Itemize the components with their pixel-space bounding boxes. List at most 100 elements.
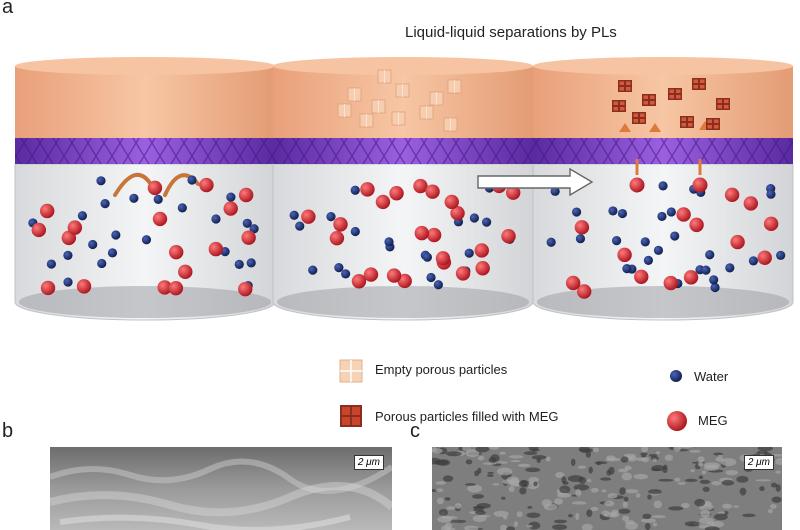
sem-pore xyxy=(508,455,524,459)
cylinder-1 xyxy=(14,57,276,321)
sem-pore xyxy=(570,458,576,467)
water-molecule xyxy=(77,211,88,221)
water-molecule xyxy=(469,213,479,223)
sem-pore xyxy=(586,509,593,517)
meg-molecule xyxy=(386,268,402,283)
sem-pore xyxy=(444,497,451,501)
sem-pore xyxy=(640,454,647,458)
empty-particle-icon xyxy=(339,359,363,383)
sem-pore xyxy=(446,506,456,510)
water-molecule xyxy=(326,212,336,222)
sem-pore xyxy=(618,468,629,473)
sem-pore xyxy=(436,497,444,505)
sem-pore xyxy=(775,470,781,474)
meg-molecule xyxy=(208,241,224,257)
sem-pore xyxy=(733,505,740,508)
water-molecule xyxy=(153,194,163,205)
water-molecule xyxy=(96,176,106,186)
sem-pore xyxy=(685,478,698,483)
cylinder-2 xyxy=(272,57,534,321)
sem-pore xyxy=(633,473,649,480)
meg-molecule xyxy=(634,269,649,284)
sem-pore xyxy=(742,513,756,518)
meg-molecule xyxy=(450,205,465,221)
scalebar-b: 2 μm xyxy=(353,455,384,470)
up-arrow-head-icon xyxy=(649,123,661,132)
sem-pore xyxy=(588,466,593,474)
water-molecule xyxy=(350,185,360,195)
empty-particle xyxy=(371,99,386,114)
water-molecule xyxy=(705,250,715,260)
sem-pore xyxy=(713,452,723,456)
sem-pore xyxy=(500,524,508,530)
water-molecule xyxy=(295,221,305,231)
water-molecule xyxy=(88,239,98,250)
meg-molecule xyxy=(223,201,238,216)
sem-pore xyxy=(655,451,661,455)
up-arrow-head-icon xyxy=(619,123,631,132)
sem-pore xyxy=(513,521,519,527)
empty-particle xyxy=(447,79,462,94)
sem-pore xyxy=(486,474,494,478)
empty-particle xyxy=(429,91,444,106)
sem-pore xyxy=(432,457,441,465)
water-molecule-icon xyxy=(670,370,682,382)
meg-molecule xyxy=(501,228,516,244)
water-molecule xyxy=(422,252,432,262)
sem-pore xyxy=(694,498,706,507)
sem-pore xyxy=(699,517,714,524)
water-molecule xyxy=(246,258,256,268)
sem-pore xyxy=(592,447,600,453)
meg-molecule xyxy=(168,280,184,296)
meg-molecule xyxy=(39,203,55,219)
sem-pore xyxy=(506,476,519,484)
meg-molecule xyxy=(351,274,367,289)
empty-particle xyxy=(347,87,362,102)
liquid-layer xyxy=(533,66,793,138)
water-molecule xyxy=(63,277,73,287)
sem-pore xyxy=(494,461,509,464)
sem-pore xyxy=(624,465,632,471)
membrane-texture xyxy=(533,138,793,164)
liquid-top-surface xyxy=(273,57,533,75)
water-molecule xyxy=(657,211,667,222)
sem-pore xyxy=(559,485,571,494)
sem-pore xyxy=(475,510,486,515)
meg-molecule xyxy=(329,230,345,246)
sem-pore xyxy=(554,498,563,505)
sem-pore xyxy=(590,487,599,493)
filled-particle xyxy=(680,116,694,128)
meg-molecule xyxy=(152,211,168,227)
sem-pore xyxy=(536,457,541,464)
water-molecule xyxy=(725,263,735,273)
sem-pore xyxy=(717,454,723,457)
water-molecule xyxy=(211,214,221,224)
sem-pore xyxy=(698,475,704,480)
sem-pore xyxy=(476,502,491,509)
process-arrow-icon xyxy=(477,167,594,197)
sem-pore xyxy=(604,500,615,507)
sem-pore xyxy=(619,487,626,495)
panel-label-c: c xyxy=(410,420,420,442)
sem-pore xyxy=(571,501,587,505)
filled-particle-icon xyxy=(340,405,362,427)
sem-pore xyxy=(573,484,590,491)
sem-pore xyxy=(640,452,648,456)
sem-pore xyxy=(739,487,747,496)
water-molecule xyxy=(546,237,556,247)
legend-meg-label: MEG xyxy=(698,413,728,428)
empty-particle xyxy=(391,111,406,126)
sem-pore xyxy=(594,461,608,465)
sem-pore xyxy=(487,471,494,474)
meg-molecule xyxy=(178,264,193,280)
legend-empty-label: Empty porous particles xyxy=(375,362,508,377)
water-molecule xyxy=(776,250,786,260)
sem-pore xyxy=(759,486,765,492)
sem-pore xyxy=(635,493,641,498)
sem-pore xyxy=(478,515,491,518)
meg-molecule xyxy=(389,186,404,201)
sem-pore xyxy=(622,515,630,522)
sem-pore xyxy=(526,525,533,528)
sem-pore xyxy=(567,513,573,518)
sem-pore xyxy=(651,465,665,472)
